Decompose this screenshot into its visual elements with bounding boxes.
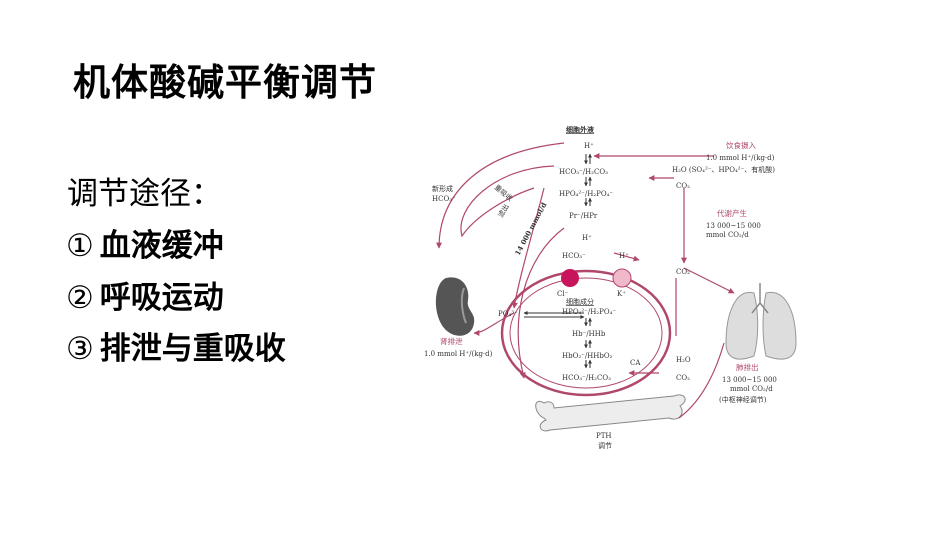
label-new-hco3: 新形成 HCO₃⁻	[432, 184, 456, 203]
label-cell-bicarb: HCO₃⁻/H₂CO₃	[562, 374, 611, 382]
label-renal-rate: 1.0 mmol H⁺/(kg·d)	[424, 350, 493, 358]
label-h2o: H₂O	[676, 356, 691, 364]
label-metab-rate-line1: 13 000~15 000	[706, 222, 761, 230]
label-new-hco3-line1: 新形成	[432, 184, 453, 193]
list-marker: ①	[66, 228, 94, 264]
label-intake-rate: 1.0 mmol H⁺/(kg·d)	[706, 154, 775, 162]
label-metab-rate: 13 000~15 000 mmol CO₂/d	[706, 222, 763, 239]
label-h-mid: H⁺	[582, 234, 592, 242]
k-exchanger	[612, 268, 632, 288]
equilibrium-arrows	[523, 153, 592, 369]
label-bicarb-top: HCO₃⁻/H₂CO₃	[559, 168, 608, 176]
label-new-hco3-line2: HCO₃⁻	[432, 195, 456, 203]
label-h-top: H⁺	[584, 142, 594, 150]
label-po4: PO₄³⁻	[498, 310, 518, 318]
label-renal: 肾排泄	[440, 336, 463, 346]
list-item-text: 排泄与重吸收	[99, 331, 286, 367]
lungs-illustration	[725, 283, 797, 360]
label-hco3-mid: HCO₃⁻	[562, 252, 586, 260]
label-lung: 肺排出	[736, 362, 759, 372]
cell-membrane	[500, 269, 672, 397]
label-metab: 代谢产生	[717, 208, 747, 218]
label-cell-phosphate: HPO₄²⁻/H₂PO₄⁻	[562, 308, 616, 316]
list-marker: ③	[66, 331, 94, 367]
label-extracellular: 细胞外液	[566, 125, 595, 134]
label-h-right: H⁺	[619, 252, 629, 260]
list-item-text: 血液缓冲	[99, 228, 224, 264]
label-pth: PTH 调节	[596, 432, 614, 450]
label-cl: Cl⁻	[557, 290, 569, 298]
list-item-text: 呼吸运动	[99, 280, 224, 316]
label-lung-rate-line1: 13 000~15 000	[722, 376, 777, 384]
bone-illustration	[535, 394, 686, 432]
label-metab-rate-line2: mmol CO₂/d	[706, 231, 749, 239]
label-ca: CA	[630, 359, 641, 367]
label-phosphate-top: HPO₄²⁻/H₂PO₄⁻	[559, 190, 613, 198]
label-co2-low: CO₂	[676, 374, 690, 382]
label-co2-mid: CO₂	[676, 268, 690, 276]
acid-base-diagram: 细胞外液 H⁺ HCO₃⁻/H₂CO₃ HPO₄²⁻/H₂PO₄⁻ Pr⁻/HP…	[424, 125, 797, 450]
kidney-illustration	[435, 277, 475, 336]
label-protein: Pr⁻/HPr	[569, 212, 598, 220]
label-lung-rate-line2: mmol CO₂/d	[730, 385, 773, 393]
label-cell-hbo2: HbO₂⁻/HHbO₂	[562, 352, 613, 360]
label-lung-rate: 13 000~15 000 mmol CO₂/d	[722, 376, 779, 393]
label-pth-line1: PTH	[596, 432, 611, 440]
label-intake: 饮食摄入	[726, 140, 756, 150]
label-intake-items: H₂O (SO₄²⁻、HPO₄²⁻、有机酸)	[672, 165, 775, 174]
label-co2-top: CO₂	[676, 182, 690, 190]
slide-title: 机体酸碱平衡调节	[73, 61, 377, 104]
list-marker: ②	[66, 280, 94, 316]
label-pth-line2: 调节	[598, 441, 612, 450]
label-reabsorb: 重吸收	[493, 183, 515, 203]
flow-arrows	[436, 142, 735, 419]
subtitle: 调节途径：	[67, 176, 222, 212]
label-cell-components: 细胞成分	[566, 297, 594, 306]
label-k: K⁺	[617, 290, 626, 298]
label-lung-ctrl: (中枢神经调节)	[719, 395, 767, 404]
cell-membrane-inner	[509, 277, 663, 389]
cl-exchanger	[561, 269, 579, 287]
label-cell-hb: Hb⁻/HHb	[572, 330, 606, 338]
